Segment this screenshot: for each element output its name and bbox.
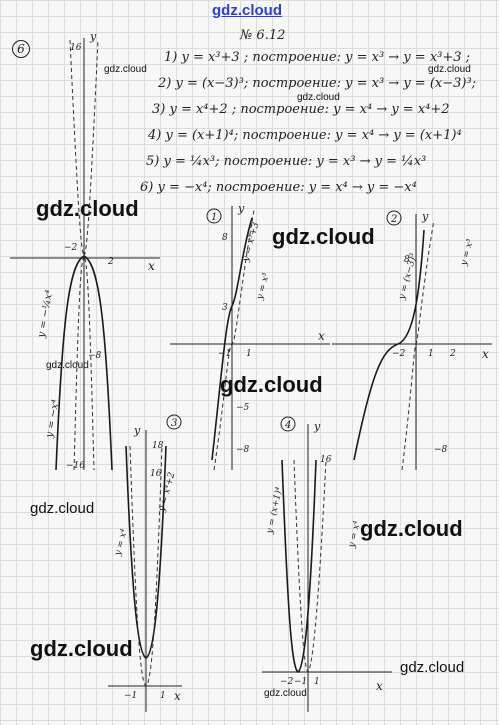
graph-number-circle [280, 416, 296, 432]
equation-label: y = (x+1)⁴ [264, 486, 285, 536]
watermark: gdz.cloud [400, 659, 465, 676]
watermark: gdz.cloud [297, 92, 340, 103]
graph-number: 4 [284, 420, 291, 431]
axis-label-y: y [133, 424, 141, 437]
watermark: gdz.cloud [104, 64, 147, 75]
graph-number: 1 [211, 212, 217, 223]
graph-number-circle [386, 210, 402, 226]
problem-number: № 6.12 [240, 28, 286, 43]
graph-number: 2 [390, 214, 397, 225]
curve-x4 [293, 459, 327, 673]
tick-label: −2 [64, 243, 78, 253]
problem-circle-number: 6 [12, 40, 30, 58]
watermark: gdz.cloud [46, 360, 89, 371]
solution-line-2: 2) y = (x−3)³; построение: y = x³ → y = … [158, 76, 477, 91]
curve-x-minus-3-cubed [353, 229, 425, 461]
watermark: gdz.cloud [30, 500, 95, 517]
axis-label-x: x [376, 679, 383, 693]
tick-label: −16 [66, 461, 85, 471]
axis-label-y: y [89, 30, 97, 43]
axis-label-x: x [148, 259, 155, 273]
graph-number-circle [166, 414, 182, 430]
tick-label: −8 [434, 445, 448, 455]
tick-label: 8 [404, 255, 410, 265]
curve-x4-plus-2 [125, 445, 167, 659]
tick-label: 1 [246, 349, 252, 359]
tick-label: 18 [152, 441, 164, 451]
curve-x-plus-1-fourth [281, 459, 317, 673]
watermark: gdz.cloud [360, 516, 463, 541]
tick-label: 1 [428, 349, 434, 359]
tick-label: −1 [294, 677, 307, 687]
solution-line-3: 3) y = x⁴+2 ; построение: y = x⁴ → y = x… [152, 102, 450, 117]
watermark-top: gdz.cloud [212, 2, 282, 19]
solution-line-6: 6) y = −x⁴; построение: y = x⁴ → y = −x⁴ [140, 180, 417, 195]
equation-label: y = x⁴ [347, 520, 363, 550]
tick-label: −2 [280, 677, 294, 687]
axis-label-y: y [313, 420, 321, 433]
curve-x4 [69, 39, 99, 257]
watermark: gdz.cloud [220, 372, 323, 397]
curve-x3 [213, 209, 255, 471]
tick-label: 16 [320, 455, 332, 465]
tick-label: 2 [107, 257, 114, 267]
tick-label: −8 [88, 351, 102, 361]
tick-label: 16 [150, 469, 162, 479]
tick-label: 8 [222, 233, 228, 243]
graph-number-circle [206, 208, 222, 224]
watermark: gdz.cloud [428, 64, 471, 75]
axis-label-x: x [482, 347, 489, 361]
watermark: gdz.cloud [264, 688, 307, 699]
solution-line-1: 1) y = x³+3 ; построение: y = x³ → y = x… [164, 50, 471, 65]
axis-label-y: y [237, 202, 245, 215]
curve-minus-x4 [73, 255, 95, 471]
curve-x3-plus-3 [211, 217, 253, 461]
tick-label: 1 [160, 691, 166, 701]
tick-label: 3 [222, 303, 228, 313]
axis-label-y: y [421, 210, 429, 223]
watermark: gdz.cloud [30, 636, 133, 661]
solution-line-5: 5) y = ¼x³; построение: y = x³ → y = ¼x³ [146, 154, 427, 169]
tick-label: 1 [314, 677, 320, 687]
curve-minus-quarter-x4 [55, 255, 113, 471]
curve-x3 [401, 219, 435, 471]
solution-line-4: 4) y = (x+1)⁴; построение: y = x⁴ → y = … [148, 128, 462, 143]
watermark: gdz.cloud [36, 196, 139, 221]
tick-label: −8 [236, 445, 250, 455]
axis-label-x: x [174, 689, 181, 703]
tick-label: −1 [218, 349, 231, 359]
axis-label-x: x [318, 329, 325, 343]
tick-label: 2 [449, 349, 456, 359]
tick-label: −5 [236, 403, 250, 413]
tick-label: −1 [124, 691, 137, 701]
tick-label: −2 [392, 349, 406, 359]
tick-label: 16 [70, 43, 82, 53]
watermark: gdz.cloud [272, 224, 375, 249]
curve-x4 [129, 445, 163, 687]
graph-number: 3 [171, 418, 177, 429]
